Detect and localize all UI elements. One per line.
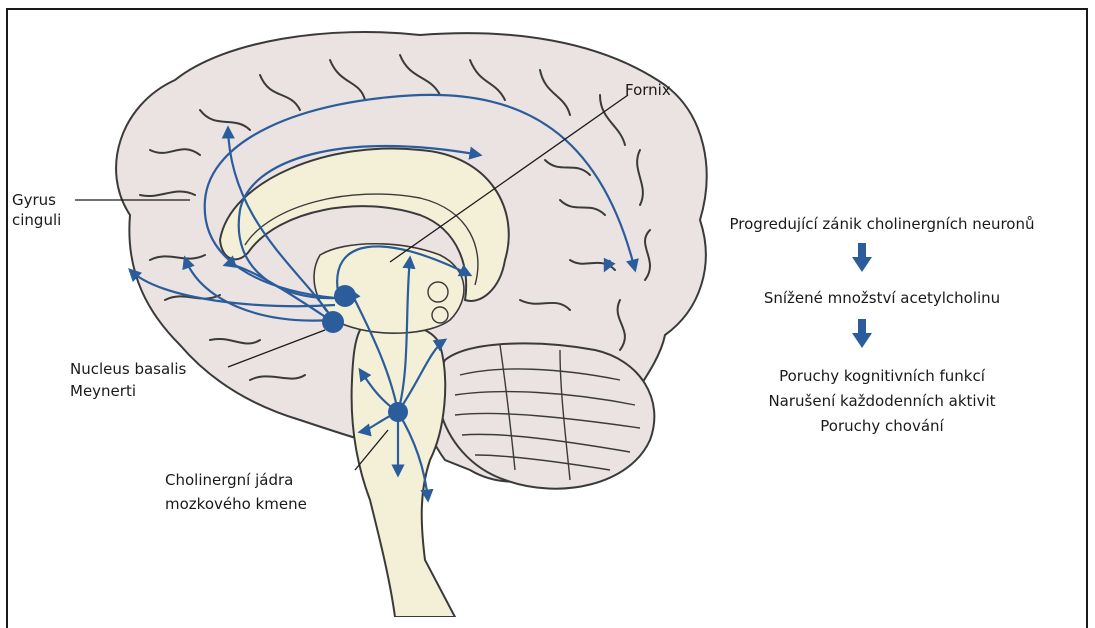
flow-outcome-2: Narušení každodenních aktivit — [672, 389, 1092, 414]
flow-arrow-down-2 — [852, 319, 872, 349]
flow-step-2: Snížené množství acetylcholinu — [672, 286, 1092, 311]
brainstem-nucleus-dot — [388, 402, 408, 422]
label-gyrus-cinguli: Gyrus cinguli — [12, 190, 61, 230]
label-jadra-line2: mozkového kmene — [165, 492, 307, 516]
brainstem — [352, 324, 455, 617]
label-jadra-line1: Cholinergní jádra — [165, 468, 307, 492]
flow-outcome-3: Poruchy chování — [672, 414, 1092, 439]
flow-outcome-1: Poruchy kognitivních funkcí — [672, 364, 1092, 389]
label-gyrus-line1: Gyrus — [12, 190, 61, 210]
label-nucleus-basalis: Nucleus basalis Meynerti — [70, 358, 186, 402]
label-nucleus-line1: Nucleus basalis — [70, 358, 186, 380]
flow-step-3: Poruchy kognitivních funkcí Narušení kaž… — [672, 364, 1092, 439]
label-cholinergni-jadra: Cholinergní jádra mozkového kmene — [165, 468, 307, 516]
label-gyrus-line2: cinguli — [12, 210, 61, 230]
label-nucleus-line2: Meynerti — [70, 380, 186, 402]
flow-step-1: Progredující zánik cholinergních neuronů — [672, 212, 1092, 237]
label-fornix: Fornix — [625, 80, 671, 101]
nucleus-basalis-dot — [322, 311, 344, 333]
flow-arrow-down-1 — [852, 243, 872, 273]
nucleus-upper — [334, 285, 356, 307]
